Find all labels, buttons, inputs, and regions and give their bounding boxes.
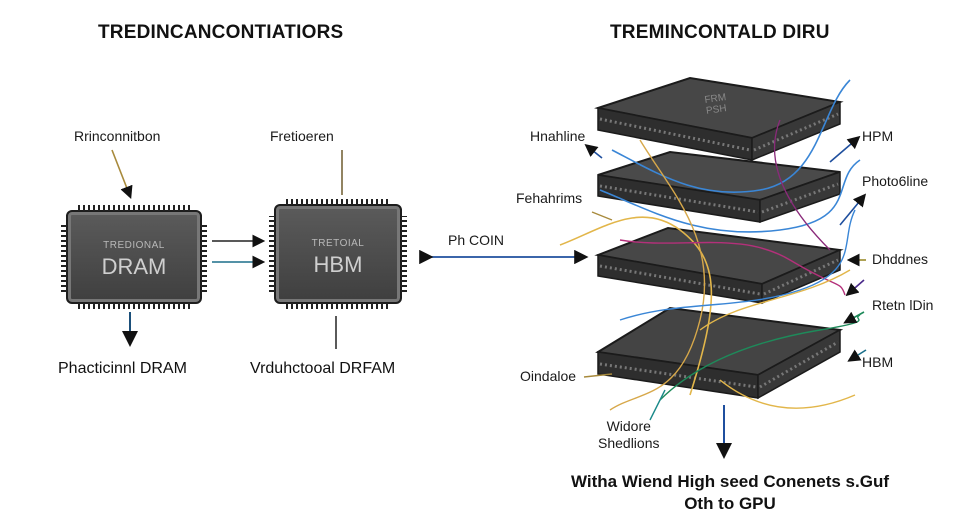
chip-hbm-small-text: TRETOIAL (311, 238, 365, 249)
wire-yellow-3 (699, 269, 851, 331)
arrow-fehahrims (591, 211, 613, 221)
chip-hbm: TRETOIAL HBM (269, 199, 407, 309)
label-oindaloe: Oindaloe (520, 368, 577, 384)
label-fretioeren: Fretioeren (270, 128, 334, 144)
label-hnahline: Hnahline (530, 128, 586, 144)
stack-layer-3 (594, 226, 844, 305)
chip-dram-small-text: TREDIONAL (103, 240, 165, 251)
wire-green-1 (659, 314, 861, 401)
arrow-hpm (829, 135, 861, 163)
bottom-caption-line-1: Witha Wiend High seed Conenets s.Guf (571, 472, 889, 491)
hbm-stack: FRM PSH (594, 76, 844, 400)
label-phcoin: Ph COIN (448, 232, 505, 248)
stack-layer-4 (595, 306, 844, 400)
wire-tan-2 (609, 139, 706, 411)
top-chip-text: FRM PSH (704, 92, 731, 117)
right-title: TREMINCONTALD DIRU (610, 22, 830, 43)
label-hbm-stack: HBM (862, 354, 894, 370)
line-widore (649, 389, 666, 421)
chip-dram: TREDIONAL DRAM (61, 205, 207, 309)
wire-blue-2 (599, 159, 861, 233)
stack-layer-2 (597, 150, 841, 224)
label-rrinconnitbon: Rrinconnitbon (74, 128, 161, 144)
arrow-photocline (839, 193, 867, 226)
arrow-hnahline (584, 144, 603, 159)
wire-yellow-4 (719, 379, 856, 409)
arrow-rtetn (845, 279, 865, 297)
arrow-hbm-right-2 (847, 349, 867, 362)
arrow-hbm-right (843, 311, 865, 324)
connector-rrinconnitbon (111, 149, 133, 199)
left-title: TREDINCANCONTIATIORS (98, 22, 344, 43)
top-chip-text-line-2: PSH (705, 103, 727, 117)
wire-magenta-2 (774, 119, 831, 251)
label-rtetn-din: Rtetn lDin (872, 297, 934, 313)
wire-magenta-1 (619, 239, 846, 296)
chip-hbm-label: HBM (313, 252, 363, 277)
caption-physical-dram: Phacticinnl DRAM (58, 360, 187, 377)
label-fehahrims: Fehahrims (516, 190, 583, 206)
label-photocline: Photo6line (862, 173, 929, 189)
bottom-caption: Witha Wiend High seed Conenets s.Guf Oth… (540, 471, 920, 515)
top-chip-text-line-1: FRM (704, 92, 727, 106)
line-oindaloe (583, 373, 613, 378)
caption-virtual-dram: Vrduhctooal DRFAM (250, 360, 396, 377)
label-hpm: HPM (862, 128, 894, 144)
chip-dram-label: DRAM (101, 254, 167, 279)
wire-tan-1 (559, 216, 713, 396)
label-widore-shedlions: Widore Shedlions (598, 418, 660, 451)
label-dhddnes: Dhddnes (872, 251, 929, 267)
wire-blue-1 (611, 79, 851, 194)
wire-blue-3 (619, 209, 856, 321)
stack-layer-1: FRM PSH (594, 76, 844, 162)
bottom-caption-line-2: Oth to GPU (684, 494, 776, 513)
